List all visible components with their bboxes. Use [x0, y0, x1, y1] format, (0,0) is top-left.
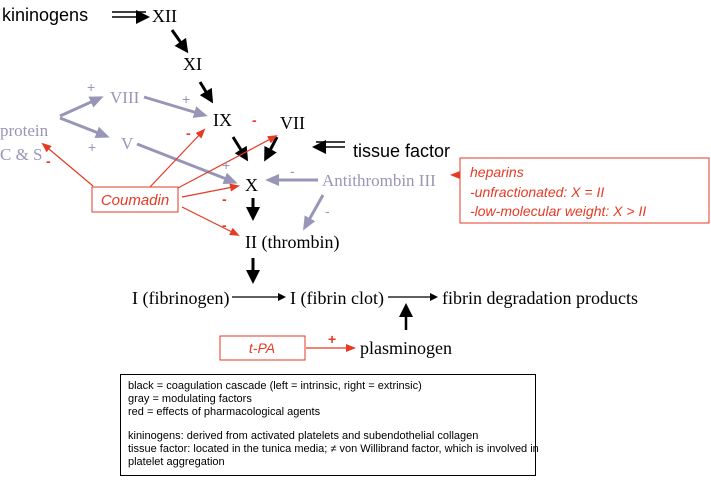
node-plasminogen: plasminogen [360, 338, 452, 358]
legend-line: platelet aggregation [128, 456, 225, 468]
coumadin-label: Coumadin [101, 192, 169, 209]
node-fibrin-clot: I (fibrin clot) [290, 288, 384, 309]
minus-sign: - [186, 125, 191, 141]
plus-sign: + [182, 91, 190, 107]
node-tissue-factor: tissue factor [353, 141, 450, 161]
modulator-v: V [121, 134, 134, 153]
signs: + + + + - - - - - - - + + [46, 79, 474, 347]
heparins-lmw: -low-molecular weight: X > II [470, 203, 646, 219]
plus-sign: + [328, 331, 336, 347]
legend-line: black = coagulation cascade (left = intr… [128, 380, 422, 392]
coumadin-box: Coumadin [91, 186, 179, 213]
modulator-antithrombin: Antithrombin III [322, 171, 436, 190]
modulator-c-s: C & S [0, 145, 43, 164]
node-ix: IX [213, 110, 232, 130]
plus-sign: + [88, 139, 96, 155]
minus-sign: - [222, 191, 227, 207]
heparins-label: heparins [470, 164, 524, 180]
legend-line: red = effects of pharmacological agents [128, 406, 321, 418]
modulator-protein: protein [0, 121, 49, 140]
minus-sign: - [222, 217, 227, 233]
plus-sign: + [87, 79, 95, 95]
drug-arrows [41, 128, 460, 352]
node-x: X [245, 175, 258, 195]
node-vii: VII [280, 113, 305, 133]
minus-sign: - [46, 153, 51, 169]
minus-sign: - [325, 203, 330, 219]
minus-sign: - [252, 112, 257, 128]
heparins-box: heparins -unfractionated: X = II -low-mo… [459, 157, 710, 224]
tpa-label: t-PA [249, 340, 275, 356]
legend-line: gray = modulating factors [128, 393, 252, 405]
minus-sign: - [290, 163, 295, 179]
node-thrombin: II (thrombin) [245, 232, 339, 253]
legend-line: tissue factor: located in the tunica med… [128, 443, 539, 455]
legend-box: black = coagulation cascade (left = intr… [120, 374, 539, 476]
legend-line: kininogens: derived from activated plate… [128, 430, 478, 442]
node-fibrin-degradation-products: fibrin degradation products [442, 288, 638, 308]
node-kininogens: kininogens [2, 5, 88, 25]
node-xi: XI [183, 54, 202, 74]
node-fibrinogen: I (fibrinogen) [132, 288, 229, 309]
tpa-box: t-PA [219, 335, 306, 361]
plus-sign: + [222, 157, 230, 173]
modulator-viii: VIII [110, 88, 140, 107]
modulator-arrows [59, 95, 325, 231]
heparins-unfractionated: -unfractionated: X = II [470, 184, 604, 200]
node-xii: XII [152, 6, 177, 26]
